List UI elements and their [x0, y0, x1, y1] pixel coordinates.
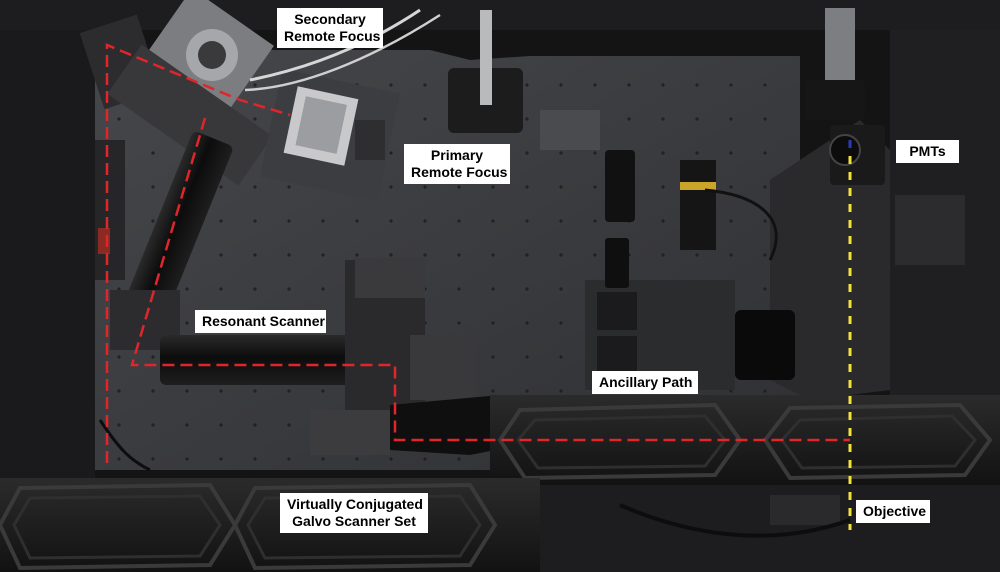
groove-rail-1	[497, 402, 743, 481]
right-cylinder	[805, 80, 865, 120]
resonant-scanner-tube	[160, 335, 380, 385]
beam-path-red	[105, 43, 850, 463]
pmt-mount-right	[895, 195, 965, 265]
objective-mount	[770, 495, 840, 525]
camera-yellow-band	[680, 182, 716, 190]
galvo-mount	[310, 410, 390, 455]
groove-rail-6	[232, 482, 498, 571]
pmt-window	[829, 134, 861, 166]
camera-body	[680, 160, 716, 250]
ancillary-block-a	[597, 292, 637, 330]
cable-right	[704, 188, 778, 261]
left-cage-post	[95, 140, 125, 280]
groove-rail-7	[12, 494, 222, 560]
top-right-post	[825, 8, 855, 93]
angled-lens-tube	[127, 132, 233, 312]
groove-rail-2	[516, 414, 727, 470]
label-pmts: PMTs	[896, 140, 959, 163]
primary-remote-focus-assembly	[259, 68, 401, 202]
resonant-mirror-mount	[410, 335, 475, 400]
objective-tower	[770, 120, 890, 400]
groove-rail-8	[246, 494, 482, 560]
label-galvo-scanner-set: Virtually Conjugated Galvo Scanner Set	[280, 493, 428, 533]
left-frame	[0, 30, 95, 480]
tube-lens	[735, 310, 795, 380]
label-ancillary-path: Ancillary Path	[592, 371, 698, 394]
ancillary-vertical-tube	[605, 238, 629, 288]
cable-top-2	[244, 13, 441, 92]
left-red-knob	[98, 228, 110, 254]
label-resonant-scanner: Resonant Scanner	[195, 310, 326, 333]
cable-bottom	[619, 503, 851, 538]
ancillary-mount-1	[540, 110, 600, 150]
ancillary-lens	[605, 150, 635, 222]
cable-top	[249, 8, 421, 82]
top-center-post	[480, 10, 492, 105]
ancillary-block-b	[597, 336, 637, 374]
resonant-scanner-top-mount	[355, 258, 425, 298]
cable-left	[98, 419, 151, 472]
groove-rail-5	[0, 482, 238, 571]
label-objective: Objective	[856, 500, 930, 523]
label-primary-remote-focus: Primary Remote Focus	[404, 144, 510, 184]
label-secondary-remote-focus: Secondary Remote Focus	[277, 8, 383, 48]
